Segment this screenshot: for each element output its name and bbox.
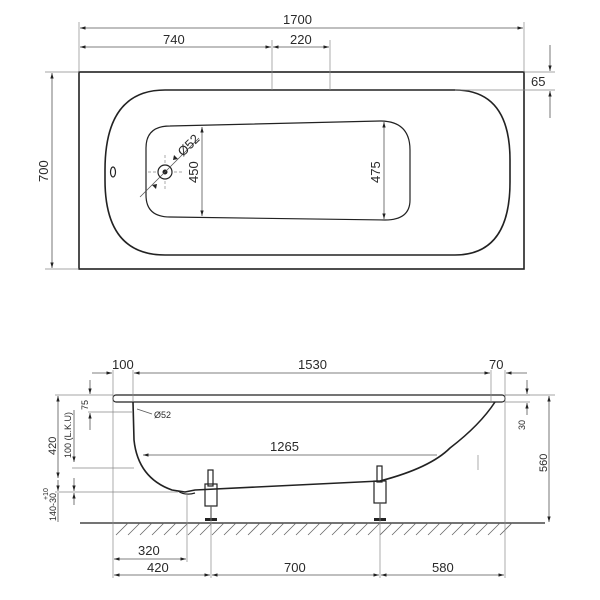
dim-offset-220: 220 <box>290 32 312 47</box>
dim-overall-length: 1700 <box>283 12 312 27</box>
dim-rim-65: 65 <box>531 74 545 89</box>
top-view: Ø52 1700 740 220 65 700 450 475 <box>36 12 555 270</box>
tub-basin-outline <box>104 89 511 256</box>
overflow-diameter-label: Ø52 <box>154 410 171 420</box>
overflow-icon <box>109 166 117 178</box>
dim-inner-length-1530: 1530 <box>298 357 327 372</box>
dim-foot-spacing-700: 700 <box>284 560 306 575</box>
dim-depth-420: 420 <box>47 437 59 455</box>
side-view: 100 1530 70 75 Ø52 1265 420 100 (L.K.U) … <box>43 357 555 578</box>
dim-foot-height: 140-30 <box>48 493 58 521</box>
floor-hatch <box>115 522 513 536</box>
dim-offset-740: 740 <box>163 32 185 47</box>
dim-bottom-length-1265: 1265 <box>270 439 299 454</box>
dim-foot-tolerance: +10 <box>43 488 50 500</box>
drain-diameter-label: Ø52 <box>175 131 203 159</box>
tub-outer-outline <box>78 71 525 270</box>
dim-foot-right-580: 580 <box>432 560 454 575</box>
dim-overall-width: 700 <box>36 160 51 182</box>
tub-rim <box>112 394 506 403</box>
drain-icon <box>139 137 200 198</box>
dim-rim-left-100: 100 <box>112 357 134 372</box>
dim-rim-drop-30: 30 <box>517 420 527 430</box>
dim-inner-475: 475 <box>368 161 383 183</box>
drain-outlet-icon <box>177 490 196 495</box>
dim-rim-right-70: 70 <box>489 357 503 372</box>
tub-floor-outline <box>145 120 411 221</box>
dim-inner-450: 450 <box>186 161 201 183</box>
dim-drain-offset-320: 320 <box>138 543 160 558</box>
dim-overflow-75: 75 <box>80 400 90 410</box>
tub-profile <box>132 401 496 493</box>
dim-foot-left-420: 420 <box>147 560 169 575</box>
dim-total-height-560: 560 <box>538 454 550 472</box>
dim-depth-note: 100 (L.K.U) <box>63 412 73 458</box>
